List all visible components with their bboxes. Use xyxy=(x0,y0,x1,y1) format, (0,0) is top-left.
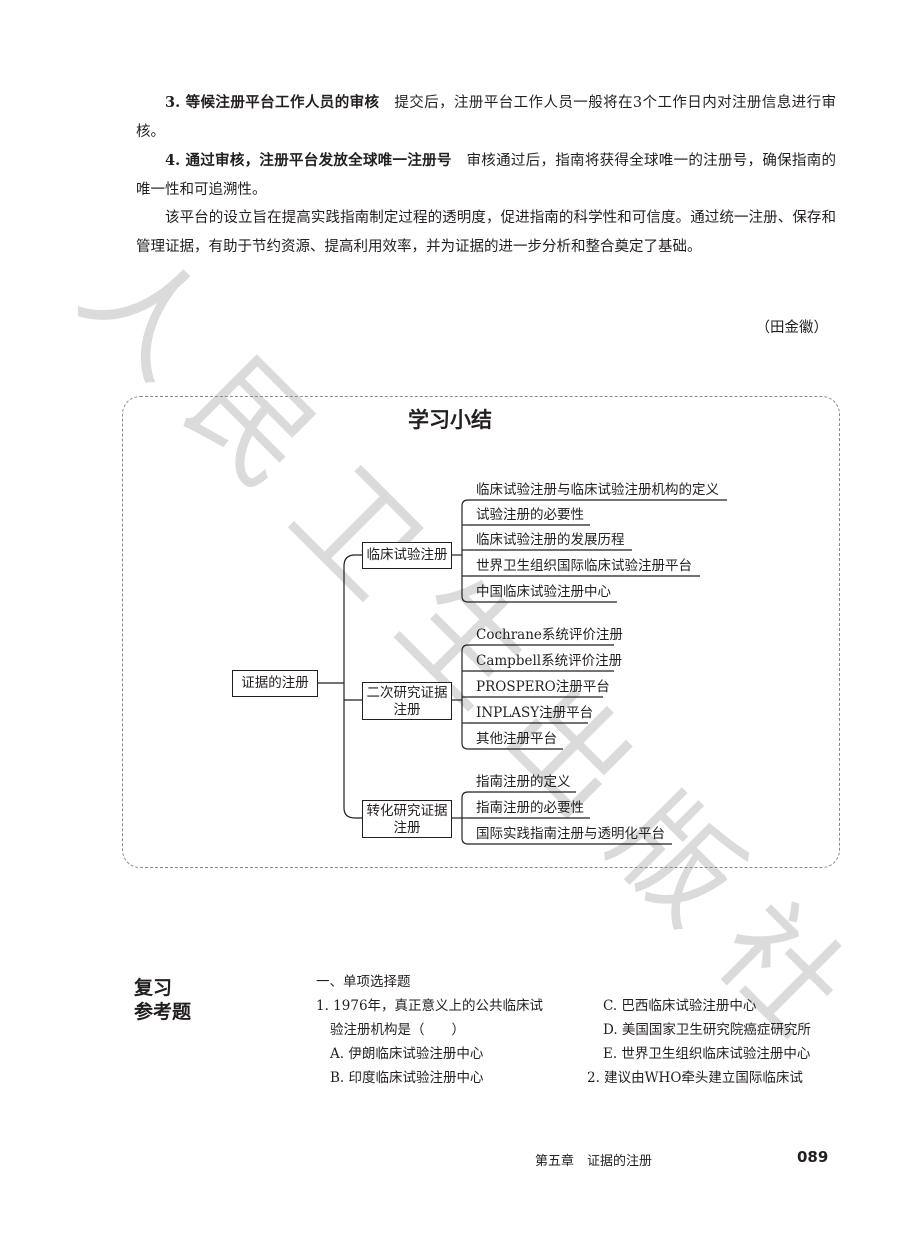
footer-chapter: 第五章 证据的注册 xyxy=(535,1154,653,1169)
leaf-inplasy: INPLASY注册平台 xyxy=(476,705,594,721)
summary-paragraph-text: 该平台的设立旨在提高实践指南制定过程的透明度，促进指南的科学性和可信度。通过统一… xyxy=(136,210,836,255)
mindmap-branch-clinical-trial: 临床试验注册 xyxy=(362,542,452,569)
leaf-trial-definition: 临床试验注册与临床试验注册机构的定义 xyxy=(476,482,719,498)
review-questions-title: 复习 参考题 xyxy=(134,976,191,1024)
step-3-heading: 3. 等候注册平台工作人员的审核 xyxy=(165,94,380,111)
paragraph-step-3: 3. 等候注册平台工作人员的审核 提交后，注册平台工作人员一般将在3个工作日内对… xyxy=(136,88,836,147)
leaf-chictr: 中国临床试验注册中心 xyxy=(476,584,611,600)
author-name: （田金徽） xyxy=(755,320,829,336)
leaf-campbell: Campbell系统评价注册 xyxy=(476,653,623,669)
question-1-option-e: E. 世界卫生组织临床试验注册中心 xyxy=(603,1046,811,1062)
mindmap-root-node: 证据的注册 xyxy=(232,670,318,697)
leaf-prospero: PROSPERO注册平台 xyxy=(476,679,610,695)
mindmap-branch-secondary-research: 二次研究证据注册 xyxy=(362,682,452,720)
leaf-guideline-definition: 指南注册的定义 xyxy=(476,774,571,790)
paragraph-step-4: 4. 通过审核，注册平台发放全球唯一注册号 审核通过后，指南将获得全球唯一的注册… xyxy=(136,146,836,205)
question-1-option-a: A. 伊朗临床试验注册中心 xyxy=(330,1046,484,1062)
leaf-trial-history: 临床试验注册的发展历程 xyxy=(476,532,625,548)
leaf-guideline-necessity: 指南注册的必要性 xyxy=(476,800,584,816)
paragraph-summary-text: 该平台的设立旨在提高实践指南制定过程的透明度，促进指南的科学性和可信度。通过统一… xyxy=(136,204,836,262)
leaf-who-ictrp: 世界卫生组织国际临床试验注册平台 xyxy=(476,558,692,574)
question-1-line-2: 验注册机构是（ ） xyxy=(330,1022,465,1038)
study-summary-box xyxy=(122,396,840,868)
review-title-line-2: 参考题 xyxy=(134,1001,192,1023)
step-3-text: 提交后，注册平台工作人员一般将在3个工作日内对注册信息进行审核。 xyxy=(136,95,836,140)
step-4-text: 审核通过后，指南将获得全球唯一的注册号，确保指南的唯一性和可追溯性。 xyxy=(136,153,836,198)
leaf-cochrane: Cochrane系统评价注册 xyxy=(476,627,623,643)
leaf-trial-necessity: 试验注册的必要性 xyxy=(476,507,584,523)
leaf-other-platforms: 其他注册平台 xyxy=(476,731,557,747)
mindmap-branch-translational-research: 转化研究证据注册 xyxy=(362,800,452,838)
question-section-heading: 一、单项选择题 xyxy=(316,974,411,990)
question-1-option-d: D. 美国国家卫生研究院癌症研究所 xyxy=(603,1022,811,1038)
step-4-heading: 4. 通过审核，注册平台发放全球唯一注册号 xyxy=(165,152,452,169)
question-1-option-b: B. 印度临床试验注册中心 xyxy=(330,1070,484,1086)
leaf-guideline-platform: 国际实践指南注册与透明化平台 xyxy=(476,826,665,842)
review-title-line-1: 复习 xyxy=(134,977,173,999)
question-2-line-1: 2. 建议由WHO牵头建立国际临床试 xyxy=(587,1070,803,1086)
study-summary-title: 学习小结 xyxy=(408,408,492,432)
question-1-option-c: C. 巴西临床试验注册中心 xyxy=(603,998,757,1014)
page-number: 089 xyxy=(797,1148,829,1166)
question-1-line-1: 1. 1976年，真正意义上的公共临床试 xyxy=(316,998,544,1014)
